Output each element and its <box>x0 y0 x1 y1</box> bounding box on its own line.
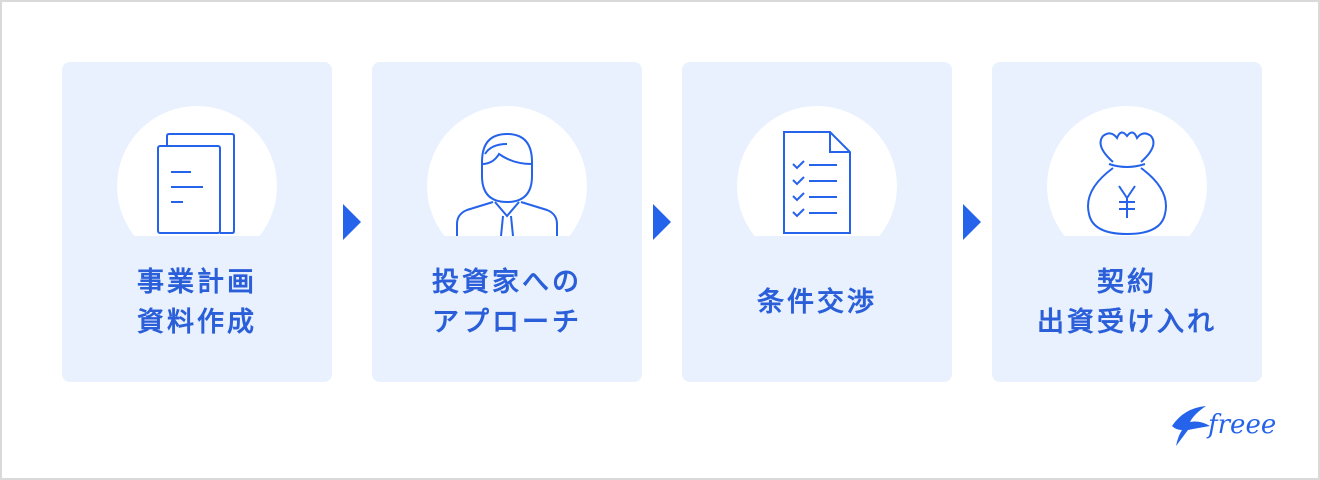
step-card-contract: 契約 出資受け入れ <box>992 62 1262 382</box>
icon-disc <box>1047 106 1207 236</box>
freee-bird-icon <box>1172 406 1210 446</box>
documents-icon <box>157 133 235 234</box>
flow-arrow-icon <box>963 204 981 240</box>
flow-arrow-icon <box>343 204 361 240</box>
yen-money-bag-icon <box>1087 131 1167 236</box>
checklist-icon <box>783 131 851 234</box>
icon-disc <box>427 106 587 236</box>
step-label-line2: アプローチ <box>432 307 582 338</box>
step-card-business-plan: 事業計画 資料作成 <box>62 62 332 382</box>
step-card-negotiation: 条件交渉 <box>682 62 952 382</box>
step-label: 契約 出資受け入れ <box>992 258 1262 348</box>
logo-wordmark: freee <box>1208 410 1277 440</box>
step-label-line2: 出資受け入れ <box>1037 307 1217 338</box>
flow-arrow-icon <box>653 204 671 240</box>
step-label-line1: 条件交渉 <box>757 287 877 318</box>
step-label: 条件交渉 <box>682 258 952 348</box>
step-label-line1: 事業計画 <box>137 267 257 298</box>
businessman-icon <box>456 132 558 236</box>
step-label-line1: 契約 <box>1097 267 1157 298</box>
step-label: 投資家への アプローチ <box>372 258 642 348</box>
freee-logo: freee <box>1170 404 1290 450</box>
step-card-investor-approach: 投資家への アプローチ <box>372 62 642 382</box>
step-label-line2: 資料作成 <box>137 307 257 338</box>
icon-disc <box>117 106 277 236</box>
step-label: 事業計画 資料作成 <box>62 258 332 348</box>
icon-disc <box>737 106 897 236</box>
step-label-line1: 投資家への <box>432 267 582 298</box>
